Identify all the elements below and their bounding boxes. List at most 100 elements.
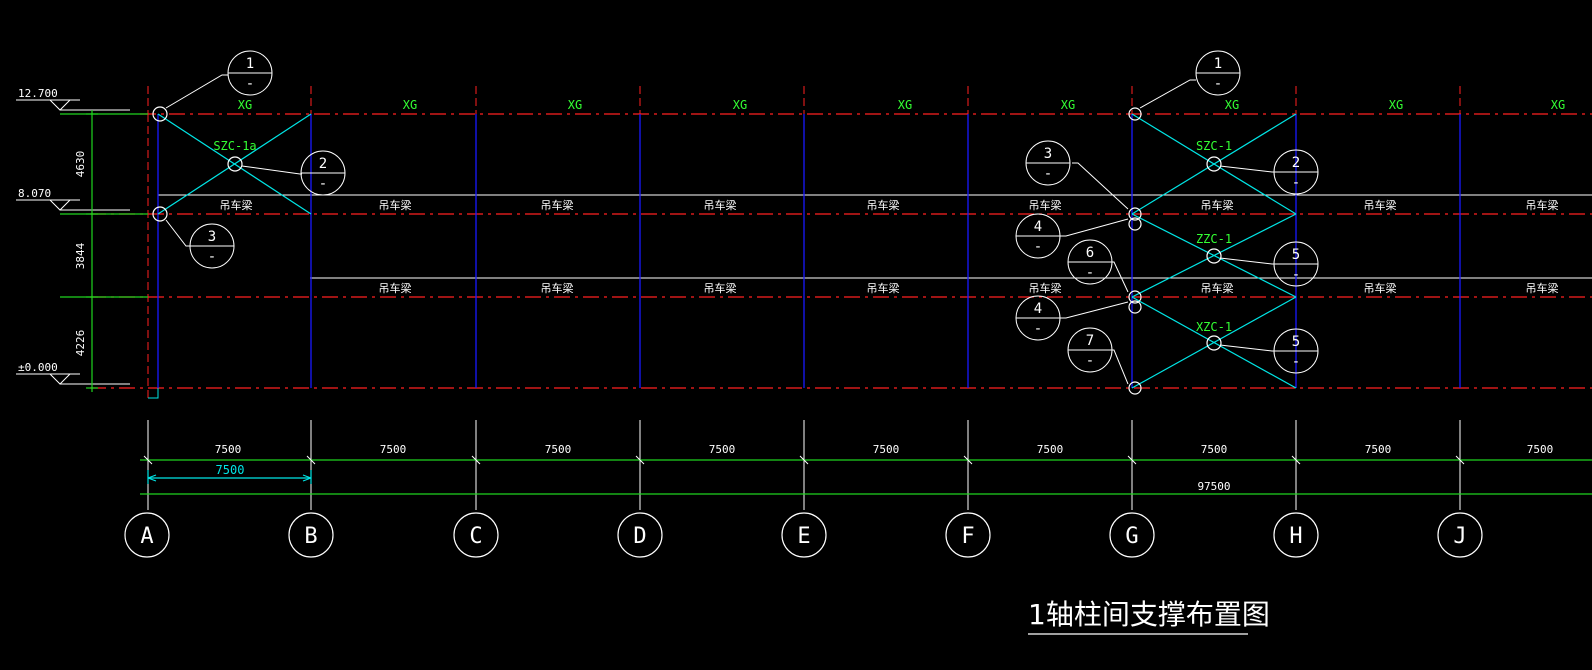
callout-number: 7: [1086, 333, 1094, 349]
callout-number: 2: [1292, 155, 1300, 171]
crane-beam-label: 吊车梁: [1526, 198, 1559, 212]
vertical-dimension: 4630 3844 4226: [60, 110, 148, 392]
brace-labels: SZC-1a SZC-1 ZZC-1 XZC-1: [213, 139, 1232, 334]
callout-bubble: 3 -: [189, 223, 235, 269]
callout-number: 1: [246, 56, 254, 72]
axis-label: C: [469, 524, 482, 549]
callout-sub: -: [1086, 353, 1094, 369]
bay-dim-highlight: 7500: [216, 463, 245, 477]
crane-beam-label: 吊车梁: [1526, 281, 1559, 295]
crane-beam-label: 吊车梁: [541, 281, 574, 295]
callout-bubble: 5 -: [1273, 241, 1319, 287]
leader-lines: [165, 74, 1274, 385]
callout-sub: -: [319, 176, 327, 192]
axis-bubbles: A B C D E F G H: [124, 512, 1483, 558]
tie-label: XG: [403, 98, 417, 112]
level-lines: [90, 113, 1592, 389]
axis-bubble-G: G: [1109, 512, 1155, 558]
drawing-title-text: 1轴柱间支撑布置图: [1028, 598, 1270, 631]
drawing-title: 1轴柱间支撑布置图: [1028, 598, 1270, 635]
crane-beam-label: 吊车梁: [1201, 198, 1234, 212]
axis-label: D: [633, 524, 646, 549]
bay-dim: 7500: [709, 443, 736, 456]
bracing: [157, 113, 1297, 389]
callout-number: 6: [1086, 245, 1094, 261]
vertical-dim-4630: 4630: [74, 151, 87, 178]
tie-label: XG: [1061, 98, 1075, 112]
callout-sub: -: [1292, 267, 1300, 283]
axis-bubble-B: B: [288, 512, 334, 558]
crane-beam-label: 吊车梁: [541, 198, 574, 212]
callout-sub: -: [208, 249, 216, 265]
callout-sub: -: [1292, 175, 1300, 191]
bay-dim: 7500: [1037, 443, 1064, 456]
crane-beam-label: 吊车梁: [1201, 281, 1234, 295]
tie-label: XG: [1389, 98, 1403, 112]
axis-bubble-E: E: [781, 512, 827, 558]
total-dim: 97500: [1197, 480, 1230, 493]
callout-bubble: 1 -: [227, 50, 273, 96]
bay-dim: 7500: [873, 443, 900, 456]
callout-bubble: 1 -: [1195, 50, 1241, 96]
callout-bubble: 3 -: [1025, 140, 1071, 186]
tie-label: XG: [568, 98, 582, 112]
callout-bubble: 2 -: [300, 150, 346, 196]
callout-bubble: 7 -: [1067, 327, 1113, 373]
tie-label: XG: [1225, 98, 1239, 112]
callout-number: 4: [1034, 301, 1042, 317]
tie-label: XG: [1551, 98, 1565, 112]
callout-bubble: 2 -: [1273, 149, 1319, 195]
callout-sub: -: [1086, 265, 1094, 281]
axis-bubble-C: C: [453, 512, 499, 558]
elevation-marks: 12.700 8.070 ±0.000: [16, 87, 130, 385]
axis-bubble-A: A: [124, 512, 170, 558]
axis-bubble-H: H: [1273, 512, 1319, 558]
crane-beam-label: 吊车梁: [704, 198, 737, 212]
tie-label: XG: [733, 98, 747, 112]
callout-bubble: 4 -: [1015, 213, 1061, 259]
bay-dim: 7500: [215, 443, 242, 456]
axis-label: H: [1289, 524, 1302, 549]
brace-label-xzc-1: XZC-1: [1196, 320, 1232, 334]
callouts: 1 - 2 - 3 - 1 - 2 - 3 - 4: [189, 50, 1319, 374]
crane-beam-label: 吊车梁: [704, 281, 737, 295]
callout-number: 2: [319, 156, 327, 172]
bay-dim: 7500: [1365, 443, 1392, 456]
callout-bubble: 6 -: [1067, 239, 1113, 285]
crane-beam-label: 吊车梁: [867, 281, 900, 295]
axis-bubble-D: D: [617, 512, 663, 558]
axis-bubble-F: F: [945, 512, 991, 558]
axis-lines: [147, 86, 1461, 510]
crane-beam-label: 吊车梁: [379, 281, 412, 295]
vertical-dim-3844: 3844: [74, 242, 87, 269]
axis-bubble-J: J: [1437, 512, 1483, 558]
crane-beam-label: 吊车梁: [379, 198, 412, 212]
axis-label: G: [1125, 524, 1138, 549]
elevation-label-top: 12.700: [18, 87, 58, 100]
axis-label: A: [140, 524, 153, 549]
brace-label-szc-1: SZC-1: [1196, 139, 1232, 153]
callout-number: 3: [1044, 146, 1052, 162]
bay-dim: 7500: [1201, 443, 1228, 456]
callout-number: 4: [1034, 219, 1042, 235]
axis-label: F: [961, 524, 974, 549]
crane-beam-label: 吊车梁: [1029, 281, 1062, 295]
bay-dim: 7500: [380, 443, 407, 456]
crane-beam-lines: [158, 194, 1592, 279]
callout-bubble: 4 -: [1015, 295, 1061, 341]
top-tie-labels: XG XG XG XG XG XG XG XG XG: [238, 98, 1565, 112]
node-circles: [152, 106, 1142, 395]
callout-sub: -: [246, 76, 254, 92]
callout-number: 5: [1292, 247, 1300, 263]
elevation-label-mid: 8.070: [18, 187, 51, 200]
callout-sub: -: [1292, 354, 1300, 370]
callout-sub: -: [1034, 239, 1042, 255]
callout-sub: -: [1034, 321, 1042, 337]
callout-bubble: 5 -: [1273, 328, 1319, 374]
callout-number: 1: [1214, 56, 1222, 72]
bay-dim: 7500: [545, 443, 572, 456]
callout-number: 3: [208, 229, 216, 245]
crane-beam-labels: 吊车梁 吊车梁 吊车梁 吊车梁 吊车梁 吊车梁 吊车梁 吊车梁 吊车梁 吊车梁 …: [220, 198, 1559, 295]
crane-beam-label: 吊车梁: [1029, 198, 1062, 212]
